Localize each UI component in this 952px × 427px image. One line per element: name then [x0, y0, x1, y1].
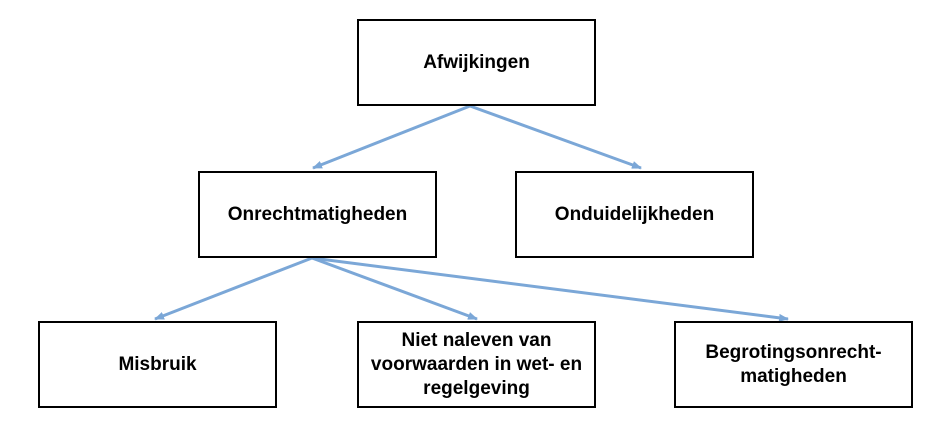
edge-root-to-onduidelijkheden — [469, 104, 642, 170]
node-label: Afwijkingen — [423, 51, 530, 73]
node-label: Onduidelijkheden — [554, 203, 715, 225]
node-label: Onrechtmatigheden — [227, 203, 408, 225]
node-label: Misbruik — [118, 353, 197, 375]
edge-root-to-onrechtmatigheden — [312, 104, 471, 170]
node-label: Begrotingsonrecht- matigheden — [705, 341, 882, 387]
node-onduidelijkheden: Onduidelijkheden — [515, 171, 754, 258]
edge-onrechtmatigheden-to-misbruik — [154, 256, 313, 321]
node-afwijkingen: Afwijkingen — [357, 19, 596, 106]
node-begrotingsonrechtmatigheden: Begrotingsonrecht- matigheden — [674, 321, 913, 408]
node-onrechtmatigheden: Onrechtmatigheden — [198, 171, 437, 258]
edge-onrechtmatigheden-to-niet-naleven — [311, 256, 478, 321]
node-niet-naleven: Niet naleven van voorwaarden in wet- en … — [357, 321, 596, 408]
edge-onrechtmatigheden-to-begroting — [311, 256, 789, 322]
node-misbruik: Misbruik — [38, 321, 277, 408]
node-label: Niet naleven van voorwaarden in wet- en … — [370, 329, 583, 399]
